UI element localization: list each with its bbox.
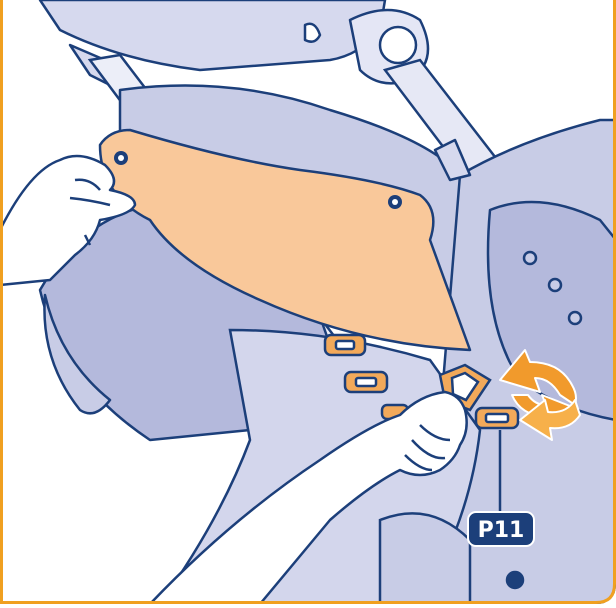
- callout-label: P11: [478, 518, 525, 543]
- callout-badge: P11: [468, 512, 534, 546]
